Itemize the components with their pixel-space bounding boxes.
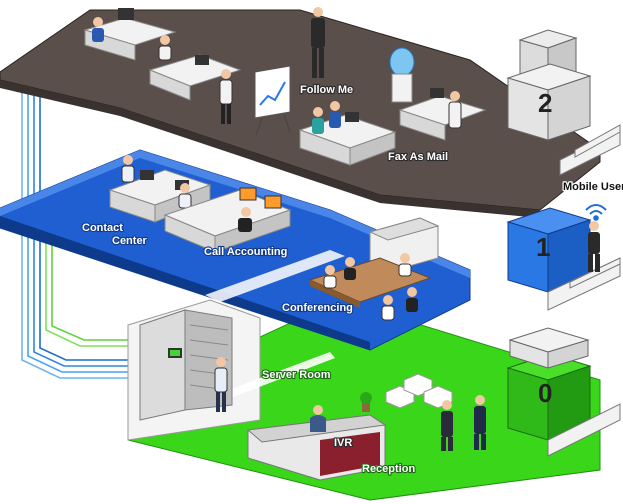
- floor-2-number: 2: [538, 88, 552, 118]
- floor-2: Follow Me Fax As Mail: [0, 7, 601, 218]
- desk-icon: [163, 187, 292, 253]
- server-room-label: Server Room: [262, 369, 331, 381]
- call-accounting-label: Call Accounting: [204, 246, 287, 258]
- desk-icon: [298, 101, 397, 166]
- desk-icon: [398, 88, 487, 141]
- conference-table: [308, 253, 432, 321]
- reception-desk: [246, 414, 387, 481]
- stairs-0: [547, 403, 621, 457]
- floor-0-number: 0: [538, 378, 552, 408]
- mobile-user-label: Mobile User: [563, 181, 623, 193]
- contact-label: Contact: [82, 222, 123, 234]
- receptionist-person-icon: [310, 405, 326, 432]
- plant-icon: [360, 392, 372, 412]
- person-icon: [214, 357, 228, 412]
- water-cooler-icon: [389, 47, 415, 103]
- ivr-label: IVR: [334, 437, 352, 449]
- floor-1: Contact Center Call Accounting Conferenc…: [0, 149, 471, 351]
- follow-me-label: Follow Me: [300, 84, 353, 96]
- lobby-chairs: [385, 373, 453, 409]
- reception-label: Reception: [362, 463, 415, 475]
- desk-icon: [148, 54, 242, 124]
- fax-as-mail-label: Fax As Mail: [388, 151, 448, 163]
- elevator-shaft: 2 1 0: [506, 29, 621, 457]
- floor-0: Server Room IVR Reception: [127, 299, 601, 501]
- person-icon: [588, 221, 600, 272]
- floor-1-number: 1: [536, 232, 550, 262]
- mobile-user: Mobile User: [562, 180, 623, 272]
- person-icon: [311, 7, 325, 78]
- conferencing-label: Conferencing: [282, 302, 353, 314]
- wifi-icon: [585, 204, 607, 221]
- desk-icon: [108, 155, 212, 223]
- floor-2-slab: [0, 9, 601, 211]
- desk-icon: [83, 8, 177, 61]
- visitors-person-icon: [441, 395, 486, 451]
- chart-board-icon: [254, 65, 291, 136]
- center-label: Center: [112, 235, 148, 247]
- stairs-2: [559, 124, 621, 176]
